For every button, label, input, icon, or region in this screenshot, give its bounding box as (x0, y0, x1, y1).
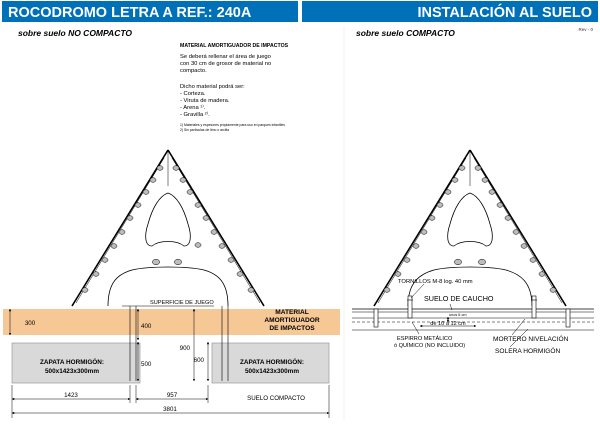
notes-para-line: con 30 cm de grosor de material no (180, 61, 271, 67)
notes-footnote: 2) Sin partículas de limo o arcilla (180, 128, 229, 132)
label-superficie-juego: SUPERFICIE DE JUEGO (150, 300, 214, 306)
notes-footnote: 1) Materiales y espesores propiamente pa… (180, 123, 285, 127)
label-material-line: DE IMPACTOS (269, 325, 315, 332)
header-title-left: ROCODROMO LETRA A REF.: 240A (8, 5, 252, 21)
dim-957: 957 (167, 392, 178, 399)
header-bar-right (302, 1, 598, 22)
notes-item: - Viruta de madera. (180, 98, 230, 104)
label-zapata-left-size: 500x1423x300mm (45, 368, 99, 375)
notes-item: - Gravilla ²⁾. (180, 111, 210, 118)
right-subtitle: sobre suelo COMPACTO (356, 28, 455, 38)
footing-right (211, 342, 330, 384)
footing-left (11, 342, 141, 384)
label-suelo-caucho: SUELO DE CAUCHO (424, 294, 494, 303)
dim-300: 300 (25, 320, 36, 327)
label-tornillos: TORNILLOS M-8 log. 40 mm (398, 279, 473, 285)
notes-para-line: compacto. (180, 68, 207, 74)
left-subtitle: sobre suelo NO COMPACTO (18, 28, 132, 38)
label-zapata-left: ZAPATA HORMIGÓN: (40, 357, 104, 366)
dim-400: 400 (141, 323, 152, 330)
label-zapata-right-size: 500x1423x300mm (245, 368, 299, 375)
dim-900: 900 (180, 345, 191, 352)
header-title-right: INSTALACIÓN AL SUELO (417, 3, 592, 21)
notes-intro: Dicho material podrá ser: (180, 84, 245, 90)
label-zapata-right: ZAPATA HORMIGÓN: (240, 357, 304, 366)
climbing-holds-left (81, 165, 255, 293)
material-notes: MATERIAL AMORTIGUADOR DE IMPACTOS Se deb… (180, 43, 289, 132)
impact-material-layer (3, 309, 340, 335)
label-suelo-compacto: SUELO COMPACTO (247, 395, 305, 402)
dimension-lines-left (8, 308, 330, 418)
dim-500: 500 (141, 361, 152, 368)
label-mortero: MORTERO NIVELACIÓN (493, 334, 569, 343)
notes-item: - Arena ¹⁾. (180, 104, 206, 111)
dim-1423: 1423 (64, 392, 78, 399)
label-10-12cm: de 10 a 12 cm (430, 321, 466, 327)
leader-lines-right (410, 283, 529, 348)
label-solera: SOLERA HORMIGÓN (495, 346, 560, 355)
label-espirro: ESPIRRO METÁLICO (397, 335, 453, 342)
label-material-line: AMORTIGUADOR (264, 317, 320, 324)
header-bar-left (2, 1, 298, 22)
floor-layers-right (352, 308, 594, 331)
notes-para-line: Se deberá rellenar el área de juego (180, 54, 271, 60)
anchor-bolts (373, 295, 571, 328)
label-unos-6cm: unos 6 cm (449, 313, 467, 317)
notes-item: - Corteza. (180, 91, 206, 97)
revision-label: Rev - 0 (578, 27, 593, 32)
label-material-line: MATERIAL (275, 309, 309, 316)
dim-3801: 3801 (163, 406, 177, 413)
label-espirro-detail: ó QUÍMICO (NO INCLUIDO) (394, 342, 465, 349)
notes-heading: MATERIAL AMORTIGUADOR DE IMPACTOS (180, 43, 289, 49)
climbing-holds-right (383, 165, 557, 293)
dim-600: 600 (194, 357, 205, 364)
